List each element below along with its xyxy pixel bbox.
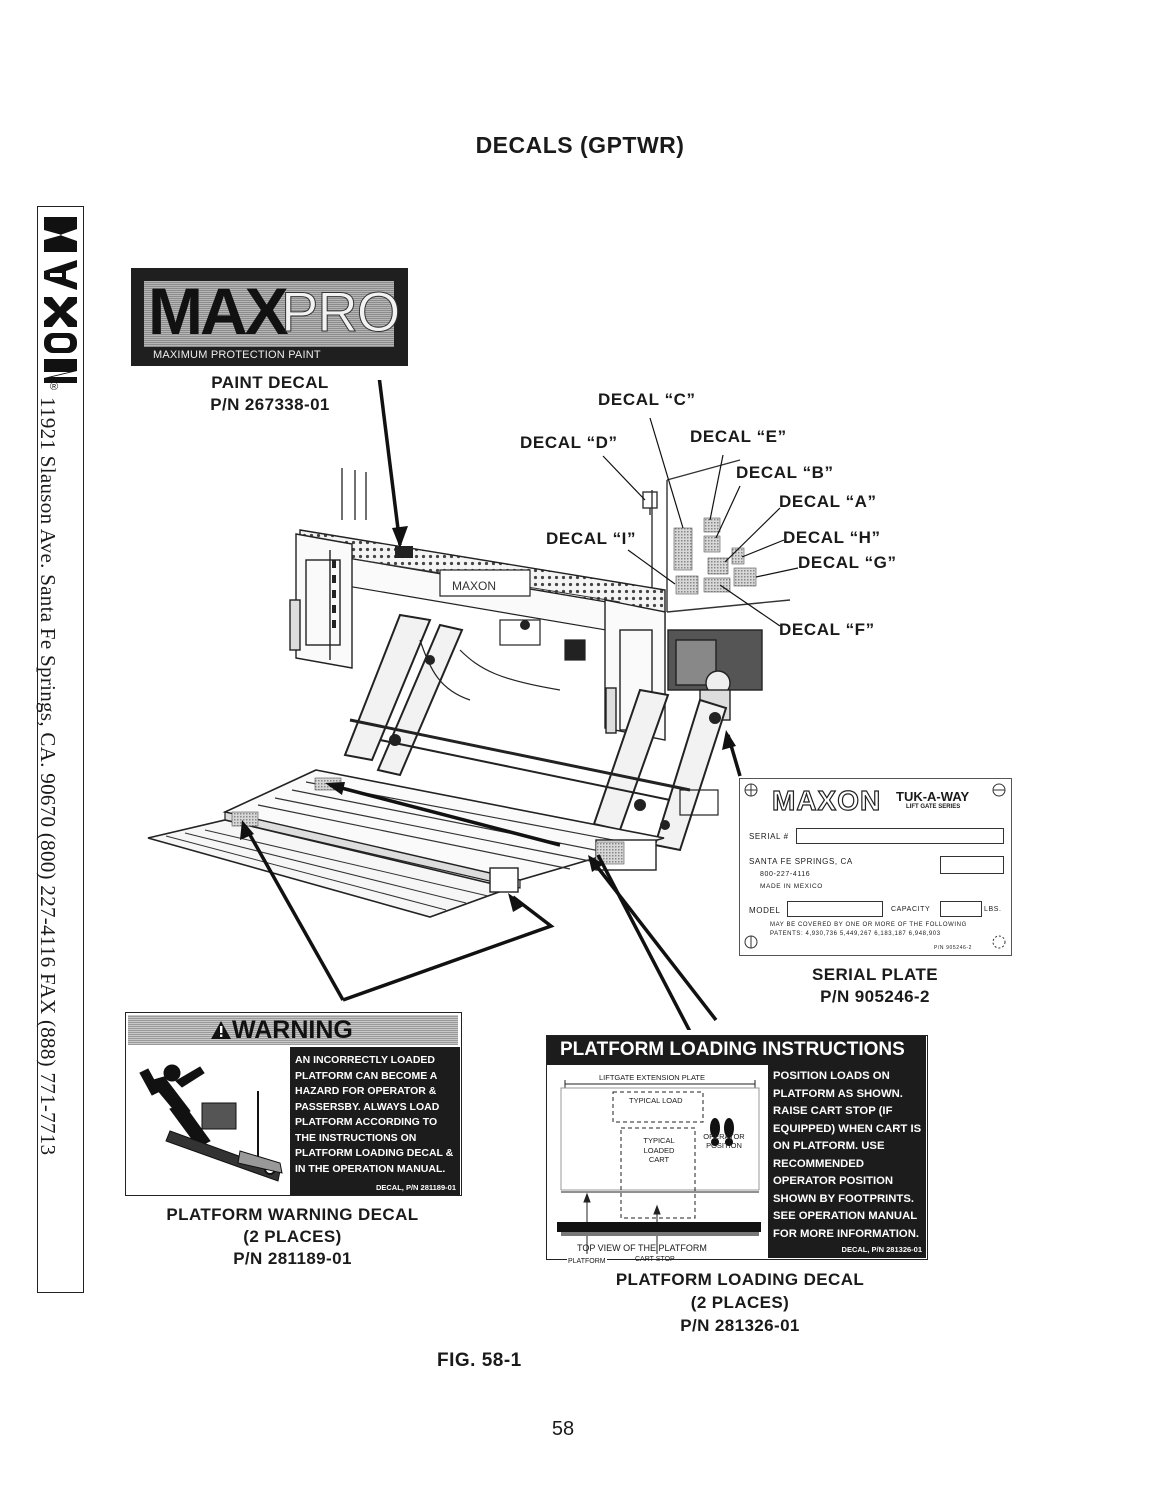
loading-decal-pn: P/N 281326-01 xyxy=(680,1316,800,1335)
warning-decal-number: DECAL, P/N 281189-01 xyxy=(375,1183,456,1192)
screw-hole-icon xyxy=(992,935,1006,949)
serial-plate-caption: SERIAL PLATE P/N 905246-2 xyxy=(785,964,965,1008)
typical-load-label: TYPICAL LOAD xyxy=(629,1096,683,1105)
warning-triangle-icon xyxy=(211,1021,231,1039)
operator-position-label: OPERATOR POSITION xyxy=(699,1132,749,1150)
serial-plate: MAXON TUK-A-WAY LIFT GATE SERIES SERIAL … xyxy=(739,778,1012,956)
loading-instructions-text: POSITION LOADS ON PLATFORM AS SHOWN. RAI… xyxy=(773,1070,922,1240)
capacity-label: CAPACITY xyxy=(891,906,931,913)
typical-loaded-cart-line: CART xyxy=(648,1155,670,1164)
sidebar-address: 11921 Slauson Ave. Santa Fe Springs, CA.… xyxy=(36,397,80,1287)
loading-decal-number: DECAL, P/N 281326-01 xyxy=(841,1245,922,1254)
label-decal-c: DECAL “C” xyxy=(598,390,696,409)
loading-decal-name: PLATFORM LOADING DECAL xyxy=(615,1270,865,1289)
decal-patches xyxy=(231,517,757,865)
serial-plate-made-in: MADE IN MEXICO xyxy=(760,883,823,890)
serial-plate-date-field xyxy=(940,856,1004,874)
serial-plate-brand: MAXON xyxy=(771,784,882,816)
warning-title: WARNING xyxy=(232,1016,353,1044)
warning-pictogram xyxy=(139,1064,283,1182)
warning-decal-caption: PLATFORM WARNING DECAL (2 PLACES) P/N 28… xyxy=(150,1204,435,1270)
label-decal-a: DECAL “A” xyxy=(779,492,877,511)
serial-plate-pn: P/N 905246-2 xyxy=(934,945,973,951)
platform-top-view-diagram: LIFTGATE EXTENSION PLATE TYPICAL LOAD TY… xyxy=(551,1068,765,1265)
svg-text:MAXON: MAXON xyxy=(452,579,496,593)
registered-mark: ® xyxy=(50,381,59,393)
label-decal-e: DECAL “E” xyxy=(690,427,787,446)
serial-plate-name: SERIAL PLATE xyxy=(811,965,939,984)
typical-loaded-cart-label: TYPICAL LOADED CART xyxy=(631,1136,687,1165)
figure-label: FIG. 58-1 xyxy=(437,1350,522,1371)
patents-line-2: PATENTS: 4,930,736 5,449,267 6,183,187 6… xyxy=(770,931,941,937)
serial-plate-part-number: P/N 905246-2 xyxy=(820,987,930,1006)
serial-plate-product: TUK-A-WAY xyxy=(896,789,970,804)
warning-decal-places: (2 PLACES) xyxy=(243,1227,342,1246)
model-field xyxy=(787,901,883,917)
cart-stop-label: CART STOP xyxy=(635,1256,675,1263)
warning-text: AN INCORRECTLY LOADED PLATFORM CAN BECOM… xyxy=(295,1054,454,1175)
platform-top-view-lines xyxy=(557,1080,761,1254)
operator-position-line: OPERATOR xyxy=(703,1132,745,1141)
label-decal-h: DECAL “H” xyxy=(783,528,881,547)
serial-number-label: SERIAL # xyxy=(749,832,789,841)
loading-text-panel: POSITION LOADS ON PLATFORM AS SHOWN. RAI… xyxy=(768,1065,926,1258)
platform-label: PLATFORM xyxy=(567,1258,607,1265)
address-text: 11921 Slauson Ave. Santa Fe Springs, CA.… xyxy=(36,397,60,1156)
model-label: MODEL xyxy=(749,906,781,915)
maxpro-subtitle: MAXIMUM PROTECTION PAINT xyxy=(153,349,321,361)
maxpro-paint-decal: MAX PRO MAXIMUM PROTECTION PAINT xyxy=(131,268,408,366)
screw-hole-icon xyxy=(744,783,758,797)
screw-hole-icon xyxy=(744,935,758,949)
warning-decal-name: PLATFORM WARNING DECAL xyxy=(166,1205,419,1224)
label-decal-d: DECAL “D” xyxy=(520,433,618,452)
paint-decal-caption: PAINT DECAL P/N 267338-01 xyxy=(190,372,350,416)
loading-decal-caption: PLATFORM LOADING DECAL (2 PLACES) P/N 28… xyxy=(590,1268,890,1337)
serial-plate-phone: 800-227-4116 xyxy=(760,871,811,878)
page-number: 58 xyxy=(551,1418,575,1440)
typical-loaded-cart-line: TYPICAL xyxy=(643,1136,675,1145)
label-decal-f: DECAL “F” xyxy=(779,620,875,639)
maxpro-logo-max: MAX xyxy=(148,274,289,348)
maxpro-logo-pro: PRO xyxy=(280,280,400,344)
serial-number-field xyxy=(796,828,1004,844)
maxpro-logo-panel: MAX PRO xyxy=(144,274,401,348)
maxon-logo xyxy=(44,217,77,383)
paint-decal-pn: P/N 267338-01 xyxy=(210,395,330,414)
capacity-field xyxy=(940,901,982,917)
operator-position-line: POSITION xyxy=(706,1141,742,1150)
serial-plate-city: SANTA FE SPRINGS, CA xyxy=(749,857,853,866)
lbs-label: LBS. xyxy=(984,906,1002,913)
liftgate-illustration: MAXON xyxy=(147,380,799,1030)
warning-text-panel: AN INCORRECTLY LOADED PLATFORM CAN BECOM… xyxy=(290,1047,460,1195)
label-decal-i: DECAL “I” xyxy=(546,529,637,548)
typical-loaded-cart-line: LOADED xyxy=(643,1145,675,1155)
platform-loading-decal: PLATFORM LOADING INSTRUCTIONS xyxy=(546,1035,928,1265)
loading-header: PLATFORM LOADING INSTRUCTIONS xyxy=(547,1036,926,1065)
sidebar: ® 11921 Slauson Ave. Santa Fe Springs, C… xyxy=(36,206,84,1293)
label-decal-b: DECAL “B” xyxy=(736,463,834,482)
top-view-label: TOP VIEW OF THE PLATFORM xyxy=(577,1243,707,1253)
paint-decal-name: PAINT DECAL xyxy=(211,373,329,392)
extension-plate-label: LIFTGATE EXTENSION PLATE xyxy=(599,1073,705,1082)
loading-title: PLATFORM LOADING INSTRUCTIONS xyxy=(560,1039,905,1060)
screw-hole-icon xyxy=(992,783,1006,797)
serial-plate-series: LIFT GATE SERIES xyxy=(906,804,961,810)
page-title: DECALS (GPTWR) xyxy=(475,132,685,158)
loading-decal-places: (2 PLACES) xyxy=(690,1293,790,1312)
platform-warning-decal: WARNING AN INCORRECTLY LOADED PLATFORM C… xyxy=(125,1012,462,1196)
warning-header: WARNING xyxy=(128,1015,458,1045)
patents-line-1: MAY BE COVERED BY ONE OR MORE OF THE FOL… xyxy=(770,922,967,928)
warning-decal-pn: P/N 281189-01 xyxy=(233,1249,352,1268)
label-decal-g: DECAL “G” xyxy=(798,553,897,572)
